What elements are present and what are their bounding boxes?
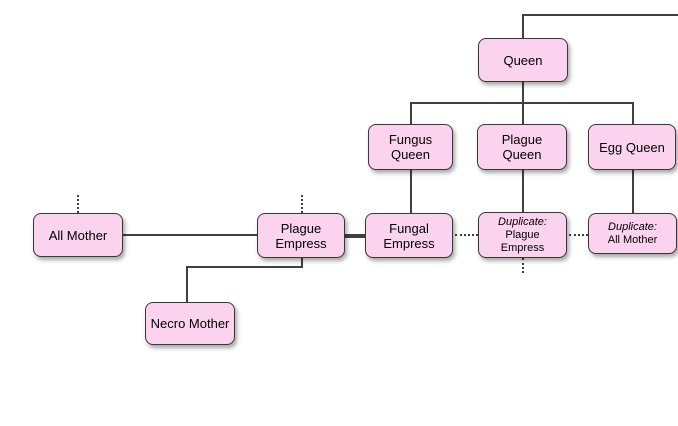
node-label: All Mother (48, 227, 108, 243)
node-label-group: Duplicate: All Mother (608, 221, 658, 247)
dotted-edge-duplicate-to-duplicate (569, 234, 588, 236)
edge-queen-parent-vertical (522, 15, 524, 38)
edge-bus-to-fungus-queen (410, 102, 412, 124)
dotted-edge-above-plague-empress (301, 195, 303, 213)
node-label: Plague Queen (501, 132, 543, 162)
edge-fungus-to-fungal (410, 170, 412, 213)
node-label: Fungal Empress (383, 220, 435, 251)
node-label: Fungus Queen (388, 132, 433, 162)
duplicate-prefix: Duplicate: (498, 215, 547, 228)
dotted-edge-above-all-mother (77, 195, 79, 213)
node-duplicate-plague-empress[interactable]: Duplicate: Plague Empress (478, 212, 567, 258)
node-label: Plague Empress (500, 228, 545, 254)
node-all-mother[interactable]: All Mother (33, 213, 123, 257)
dotted-edge-below-dup-plague-empress (522, 258, 524, 273)
node-necro-mother[interactable]: Necro Mother (145, 302, 235, 345)
edge-plagueempress-down (301, 258, 303, 268)
dotted-edge-fungal-to-duplicate (455, 234, 478, 236)
node-duplicate-all-mother[interactable]: Duplicate: All Mother (588, 213, 677, 254)
edge-necro-elbow-vertical (186, 266, 188, 302)
node-fungus-queen[interactable]: Fungus Queen (368, 124, 453, 170)
edge-bus-to-plague-queen (522, 102, 524, 124)
edge-bus-to-egg-queen (632, 102, 634, 124)
edge-plague-queen-to-dup (522, 170, 524, 212)
node-fungal-empress[interactable]: Fungal Empress (365, 213, 453, 258)
edge-necro-elbow-horizontal (186, 266, 303, 268)
node-label: Necro Mother (150, 316, 230, 331)
edge-egg-to-dup-all-mother (632, 170, 634, 213)
node-label: Egg Queen (599, 139, 665, 155)
duplicate-prefix: Duplicate: (608, 220, 657, 233)
edge-allmother-plagueempress (123, 234, 257, 236)
node-label-group: Duplicate: Plague Empress (498, 216, 548, 255)
node-plague-empress[interactable]: Plague Empress (257, 213, 345, 258)
node-plague-queen[interactable]: Plague Queen (477, 124, 567, 170)
edge-plagueempress-fungalempress (344, 234, 365, 238)
edge-queen-parent-horizontal (522, 14, 678, 16)
node-label: Plague Empress (275, 220, 327, 251)
node-label: All Mother (607, 233, 658, 246)
edge-queen-down (522, 82, 524, 103)
node-label: Queen (503, 52, 543, 68)
node-queen[interactable]: Queen (478, 38, 568, 82)
node-egg-queen[interactable]: Egg Queen (588, 124, 676, 170)
